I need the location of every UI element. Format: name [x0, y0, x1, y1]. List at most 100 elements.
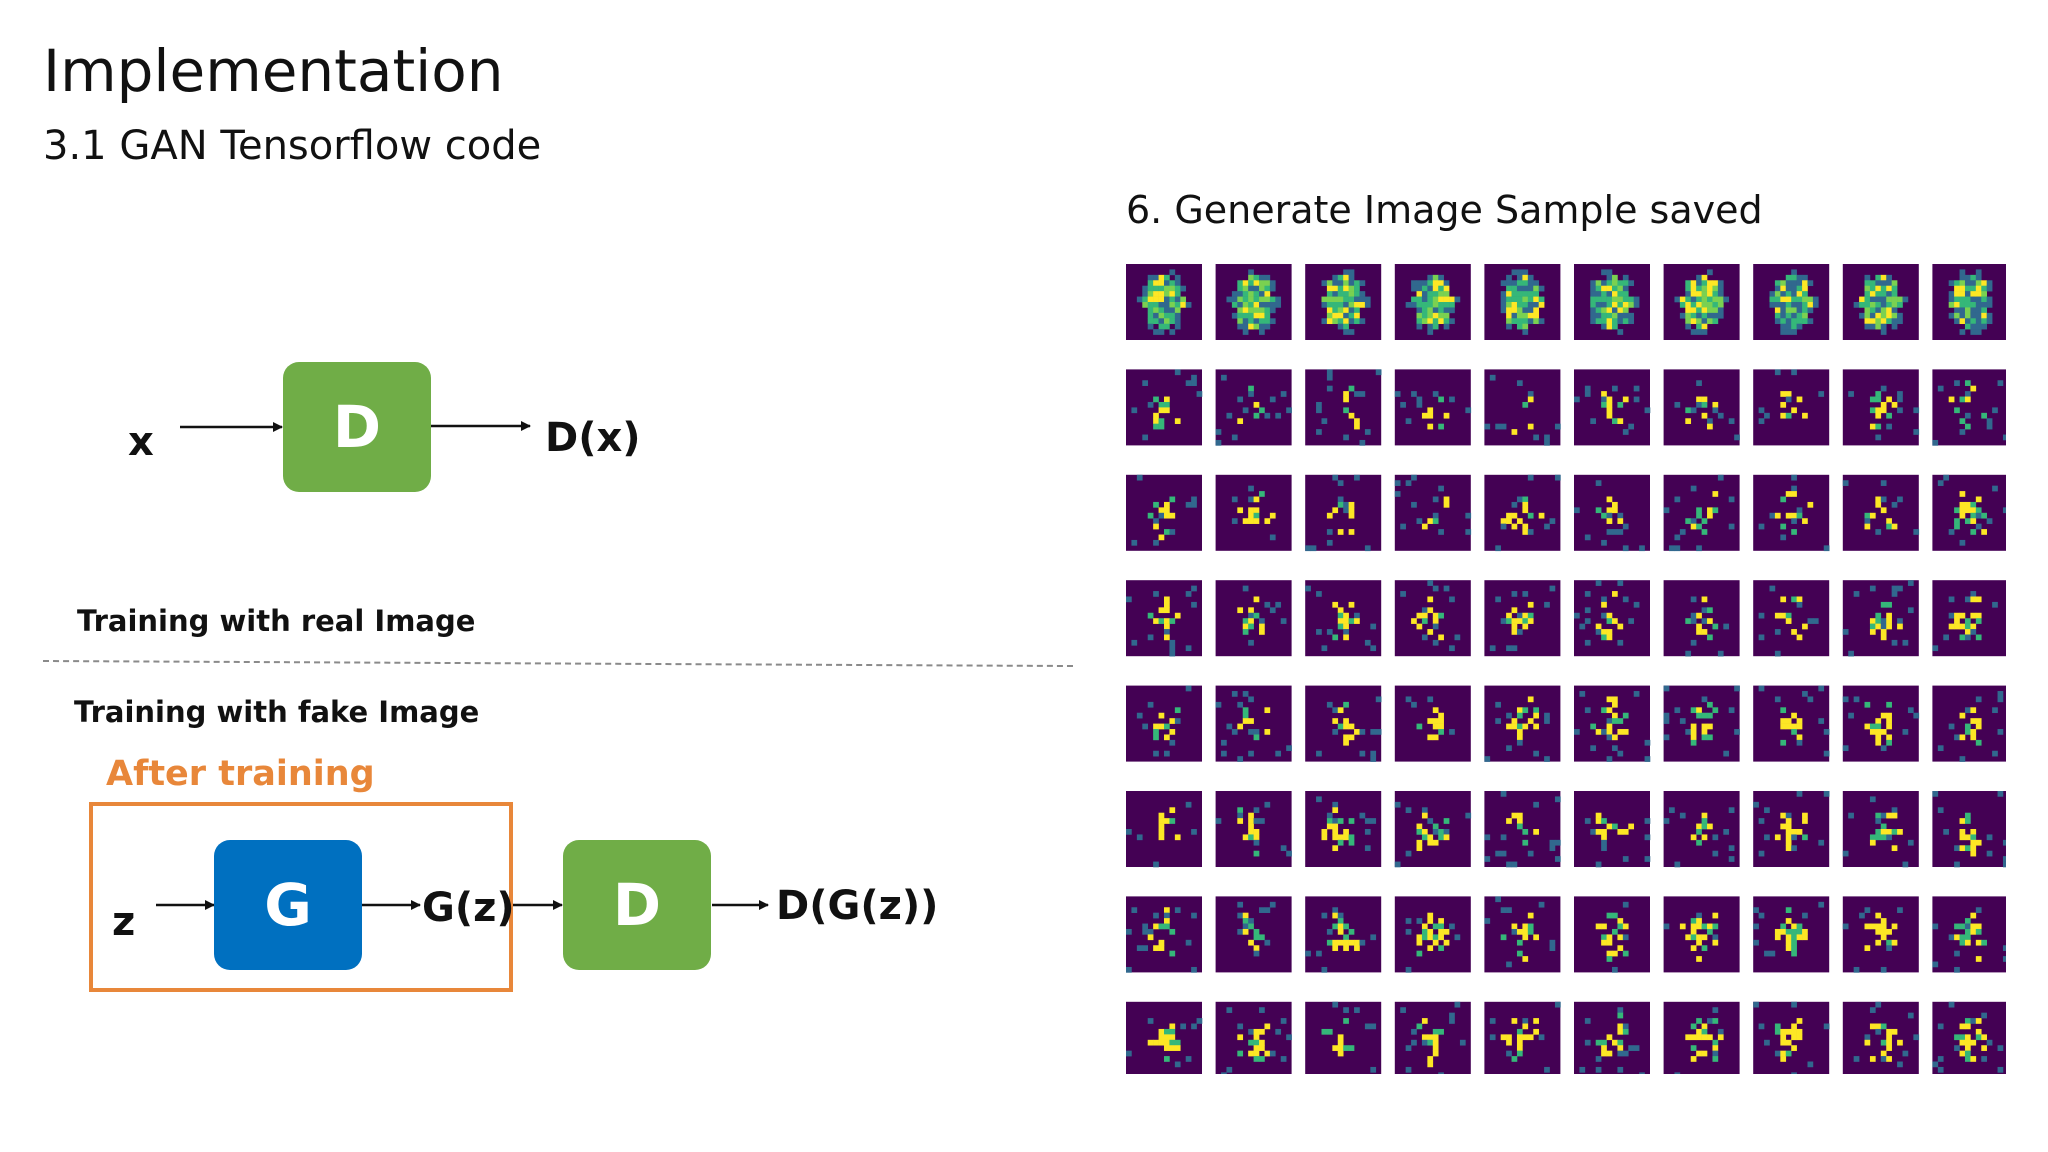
sample-image [1126, 580, 1202, 657]
generator-block-label: G [264, 871, 312, 939]
discriminator-block-label: D [332, 393, 382, 461]
sample-image [1932, 685, 2006, 762]
sample-image [1126, 791, 1202, 868]
sample-image [1574, 791, 1651, 868]
sample-image [1842, 1001, 1920, 1074]
sample-image [1663, 474, 1740, 552]
sample-image [1394, 1001, 1471, 1074]
sample-image [1842, 264, 1919, 340]
input-x-label: x [128, 419, 154, 465]
sample-image [1753, 580, 1830, 657]
sample-image [1215, 264, 1292, 340]
page-subtitle: 3.1 GAN Tensorflow code [43, 123, 542, 169]
sample-image [1126, 685, 1202, 762]
sample-image [1574, 474, 1650, 552]
sample-image [1215, 685, 1292, 762]
sample-image [1126, 896, 1202, 973]
sample-image [1574, 580, 1650, 657]
sample-image [1305, 369, 1382, 446]
sample-image [1394, 580, 1471, 657]
sample-image [1753, 474, 1830, 552]
generator-output-label: G(z) [422, 885, 515, 931]
sample-image [1394, 264, 1471, 340]
sample-image [1215, 1001, 1292, 1074]
sample-image [1215, 369, 1292, 446]
sample-image [1215, 791, 1292, 867]
sample-image [1753, 264, 1830, 340]
sample-image [1394, 685, 1471, 762]
discriminator-block-real: D [283, 362, 431, 492]
sample-image [1394, 474, 1472, 551]
generated-samples-grid [1126, 264, 2006, 1074]
input-z-label: z [112, 899, 136, 945]
after-training-box [89, 802, 513, 992]
sample-image [1394, 791, 1472, 868]
sample-image [1932, 264, 2006, 340]
sample-image [1484, 1001, 1561, 1074]
sample-image [1305, 896, 1382, 973]
sample-image [1663, 580, 1740, 657]
real-training-caption: Training with real Image [77, 604, 476, 638]
page-title: Implementation [43, 37, 504, 105]
sample-image [1842, 791, 1919, 868]
sample-image [1484, 264, 1561, 340]
sample-image [1574, 1001, 1650, 1074]
sample-image [1753, 791, 1830, 867]
sample-image [1663, 685, 1740, 762]
sample-image [1663, 1001, 1740, 1074]
sample-image [1932, 1001, 2006, 1074]
sample-image [1215, 474, 1292, 551]
sample-image [1932, 474, 2006, 551]
sample-image [1932, 580, 2006, 657]
after-training-label: After training [106, 754, 375, 794]
output-dgz-label: D(G(z)) [776, 883, 939, 929]
sample-image [1842, 580, 1919, 657]
sample-image [1305, 474, 1382, 552]
sample-image [1305, 685, 1382, 762]
sample-image [1663, 369, 1740, 446]
sample-image [1842, 369, 1920, 446]
sample-image [1574, 896, 1650, 973]
sample-image [1126, 369, 1203, 446]
sample-image [1394, 896, 1471, 973]
sample-image [1574, 685, 1651, 762]
sample-image [1574, 369, 1651, 446]
sample-image [1394, 369, 1472, 446]
sample-image [1932, 369, 2006, 446]
sample-image [1215, 580, 1292, 657]
sample-image [1484, 685, 1561, 762]
sample-image [1215, 896, 1292, 973]
sample-image [1932, 791, 2006, 868]
sample-image [1932, 896, 2006, 973]
output-dx-label: D(x) [545, 415, 641, 461]
sample-image [1305, 264, 1382, 340]
sample-image [1842, 685, 1920, 762]
sample-image [1842, 474, 1920, 551]
sample-image [1753, 685, 1830, 762]
sample-image [1842, 896, 1919, 973]
sample-image [1305, 580, 1382, 657]
discriminator-block-fake: D [563, 840, 711, 970]
sample-image [1484, 896, 1561, 973]
sample-image [1126, 1001, 1203, 1074]
sample-image [1484, 474, 1561, 552]
sample-image [1305, 1001, 1382, 1074]
sample-image [1126, 264, 1202, 340]
sample-image [1574, 264, 1650, 340]
samples-title: 6. Generate Image Sample saved [1126, 188, 1763, 232]
sample-image [1753, 896, 1830, 973]
sample-image [1484, 580, 1561, 657]
sample-image [1663, 896, 1740, 973]
sample-image [1484, 369, 1561, 446]
sample-image [1126, 474, 1202, 551]
sample-image [1663, 791, 1740, 868]
discriminator-block-label: D [612, 871, 662, 939]
generator-block: G [214, 840, 362, 970]
fake-training-caption: Training with fake Image [74, 695, 480, 729]
sample-image [1753, 1001, 1830, 1074]
sample-image [1484, 791, 1561, 868]
sample-image [1305, 791, 1382, 867]
sample-image [1753, 369, 1830, 446]
sample-image [1663, 264, 1740, 340]
